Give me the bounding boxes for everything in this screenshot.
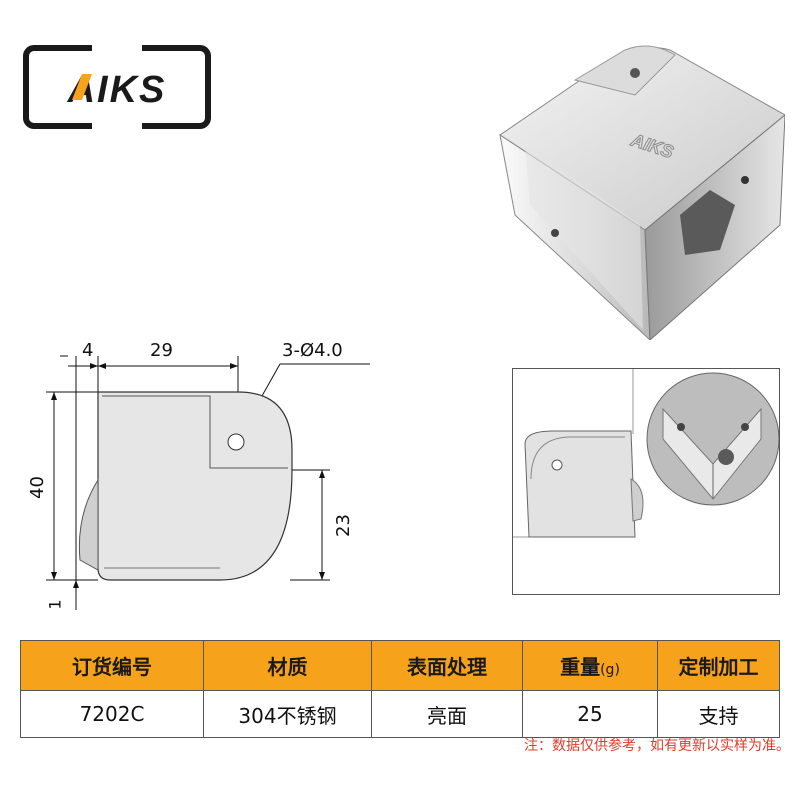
header-weight-unit: (g) xyxy=(600,662,620,678)
header-material: 材质 xyxy=(203,640,372,691)
disclaimer-note: 注：数据仅供参考，如有更新以实样为准。 xyxy=(524,738,790,754)
install-diagram xyxy=(513,369,779,538)
header-custom: 定制加工 xyxy=(657,640,780,691)
dim-top-small: 4 xyxy=(82,340,94,361)
cell-order-no: 7202C xyxy=(20,690,204,738)
cell-material: 304不锈钢 xyxy=(203,690,372,738)
spec-header-row: 订货编号 材质 表面处理 重量(g) 定制加工 xyxy=(20,640,780,691)
spec-data-row: 7202C 304不锈钢 亮面 25 支持 xyxy=(20,690,780,738)
dim-hole: 3-Ø4.0 xyxy=(282,340,343,361)
dim-top-large: 29 xyxy=(150,340,173,361)
dim-bottom: 1 xyxy=(45,599,65,610)
header-finish: 表面处理 xyxy=(371,640,523,691)
cell-finish: 亮面 xyxy=(371,690,523,738)
aiks-logo: AIKS xyxy=(23,44,211,130)
dimension-drawing xyxy=(46,355,370,610)
dim-right: 23 xyxy=(332,514,354,537)
product-photo: AIKS xyxy=(499,45,785,340)
header-weight-label: 重量 xyxy=(560,655,601,679)
header-weight: 重量(g) xyxy=(522,640,658,691)
header-order-no: 订货编号 xyxy=(20,640,204,691)
cell-custom: 支持 xyxy=(657,690,780,738)
spec-table: 订货编号 材质 表面处理 重量(g) 定制加工 7202C 304不锈钢 亮面 … xyxy=(20,640,780,738)
cell-weight: 25 xyxy=(522,690,658,738)
dim-height: 40 xyxy=(26,476,48,499)
install-illustration xyxy=(512,368,780,595)
